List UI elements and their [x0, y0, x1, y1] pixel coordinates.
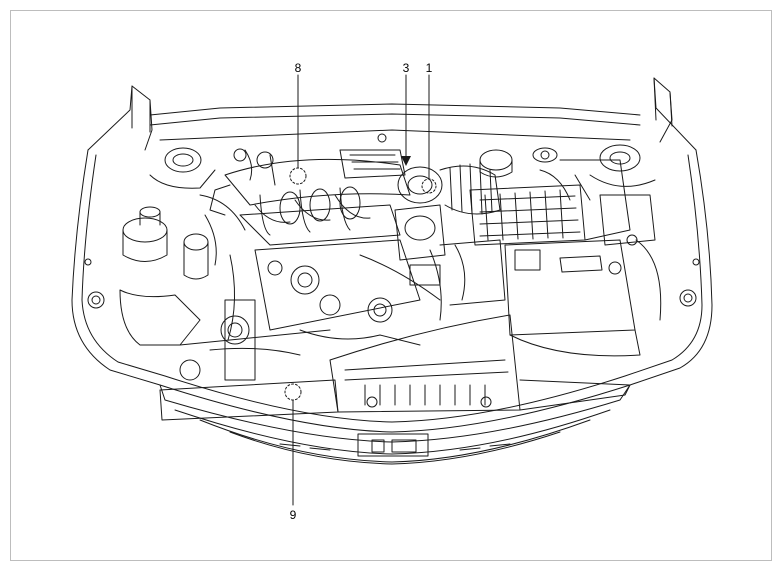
engine-block [254, 239, 506, 346]
left-strut-tower [119, 147, 256, 381]
callout-circle-9 [284, 383, 302, 401]
callout-circle-8 [289, 167, 307, 185]
front-air-duct [329, 314, 521, 413]
callout-label-1: 1 [426, 61, 433, 75]
right-strut-tower [532, 144, 656, 246]
figure-frame [10, 10, 772, 561]
callout-markers [284, 167, 437, 401]
callout-label-8: 8 [295, 61, 302, 75]
callout-arrow-3 [401, 156, 411, 166]
callout-label-9: 9 [290, 508, 297, 522]
intake-manifold [209, 149, 411, 246]
radiator-support [159, 329, 631, 421]
throttle-body [394, 149, 513, 261]
callout-label-3: 3 [403, 61, 410, 75]
engine-bay-outline [71, 77, 713, 465]
battery-housing [504, 239, 662, 357]
air-cleaner-box [469, 159, 631, 246]
hoses-and-wiring [199, 133, 591, 341]
callout-leaders [292, 74, 430, 506]
